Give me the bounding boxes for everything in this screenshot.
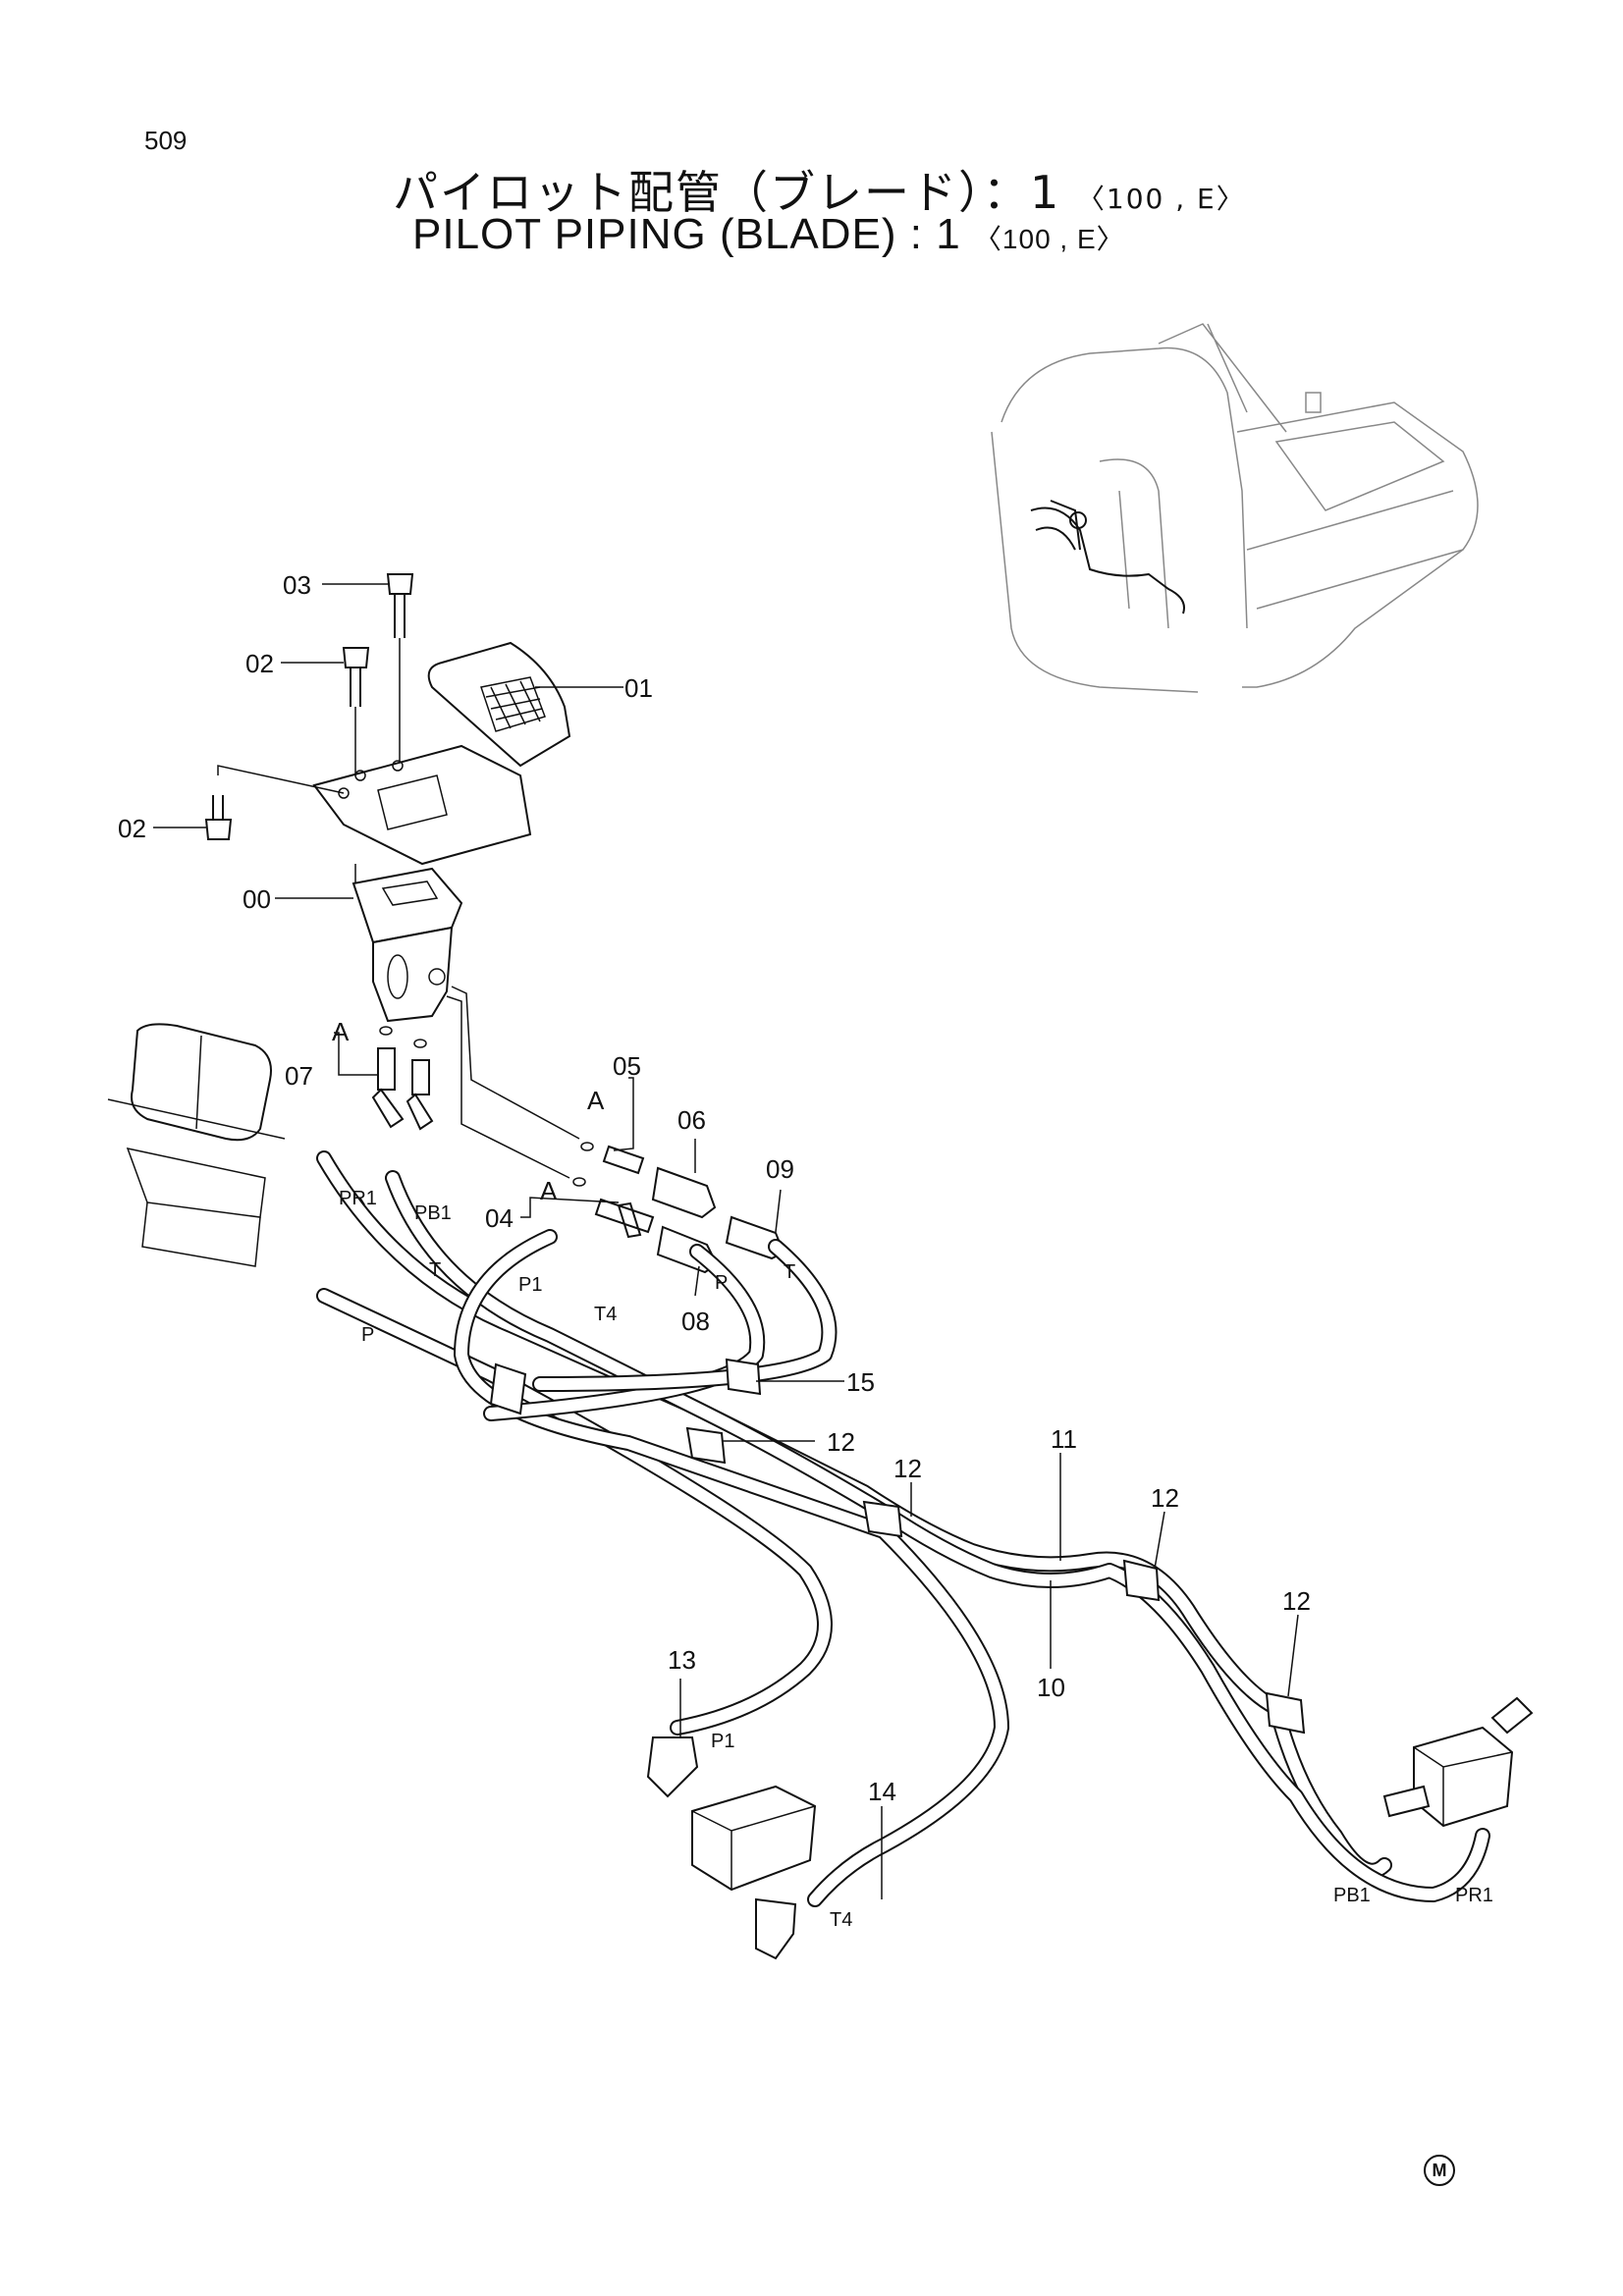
port-pr1-valve: PR1 [1455,1885,1493,1906]
port-t4-top: T4 [594,1304,617,1325]
part-03-bolt [386,573,414,761]
port-p-mid: P [715,1272,728,1294]
callout-labels: 03 02 01 02 00 A 07 05 A 06 A 04 09 08 1… [118,570,1311,1806]
part-13-elbow [646,1736,699,1798]
title-english-variant: 〈100 , E〉 [973,224,1125,254]
hydraulic-tank-block [691,1785,817,1892]
part-07-fittings [371,1026,434,1131]
callout-12-first: 12 [827,1427,855,1457]
port-labels: PR1 PB1 T P1 T4 P T P P1 T4 PB1 PR1 [339,1188,1493,1931]
callout-02-upper: 02 [245,649,274,678]
blade-control-valve [1382,1696,1534,1828]
callout-07: 07 [285,1061,313,1091]
callout-01: 01 [624,673,653,703]
callout-10: 10 [1037,1673,1065,1702]
port-p1-top: P1 [518,1274,542,1296]
corner-mark-m: M [1424,2155,1455,2186]
part-15-clamp [489,1358,762,1415]
part-14-elbow [755,1897,797,1960]
part-02-bolt-upper [342,647,370,775]
part-01-pedal [427,641,571,768]
callout-05: 05 [613,1051,641,1081]
callout-04: 04 [485,1203,514,1233]
part-06-fitting [651,1166,717,1219]
port-t-mid: T [784,1261,795,1283]
callout-09: 09 [766,1154,794,1184]
port-t-top: T [429,1259,441,1281]
title-english: PILOT PIPING (BLADE) : 1 〈100 , E〉 [412,210,1125,259]
page-number: 509 [144,126,188,155]
callout-00: 00 [243,884,271,914]
port-pb1-valve: PB1 [1333,1885,1371,1906]
leader-lines [153,583,1299,1899]
port-pr1-top: PR1 [339,1188,377,1209]
callout-03: 03 [283,570,311,600]
part-04-tee [446,995,655,1239]
port-p1-low: P1 [711,1731,734,1752]
title-japanese-main: パイロット配管（ブレード）：1 [393,166,1061,219]
detail-ref-a-left: A [332,1017,350,1046]
callout-15: 15 [846,1367,875,1397]
part-02-bolt-lower [204,765,345,840]
callout-08: 08 [681,1307,710,1336]
detail-ref-a-right: A [587,1086,605,1115]
callout-11: 11 [1051,1424,1077,1454]
machine-location-sketch [991,323,1479,693]
callout-06: 06 [677,1105,706,1135]
detail-ref-a-mid: A [540,1176,558,1205]
callout-12-third: 12 [1151,1483,1179,1513]
hose-assembly [316,1150,1490,1907]
control-valve-left [107,1023,286,1267]
title-japanese: パイロット配管（ブレード）：1 〈100 , E〉 [393,157,1246,222]
callout-12-fourth: 12 [1282,1586,1311,1616]
port-p-low: P [361,1324,374,1346]
callout-02-lower: 02 [118,814,146,843]
callout-12-second: 12 [893,1454,922,1483]
callout-14: 14 [868,1777,896,1806]
title-english-main: PILOT PIPING (BLADE) : 1 [412,210,961,258]
part-12-clamps [685,1426,1306,1735]
part-bracket-plate [312,744,532,866]
callout-13: 13 [668,1645,696,1675]
title-japanese-variant: 〈100 , E〉 [1076,183,1246,215]
port-t4-low: T4 [830,1909,852,1931]
port-pb1-top: PB1 [414,1202,452,1224]
part-00-pilot-valve [352,864,463,1023]
part-05-adapter [451,986,645,1175]
